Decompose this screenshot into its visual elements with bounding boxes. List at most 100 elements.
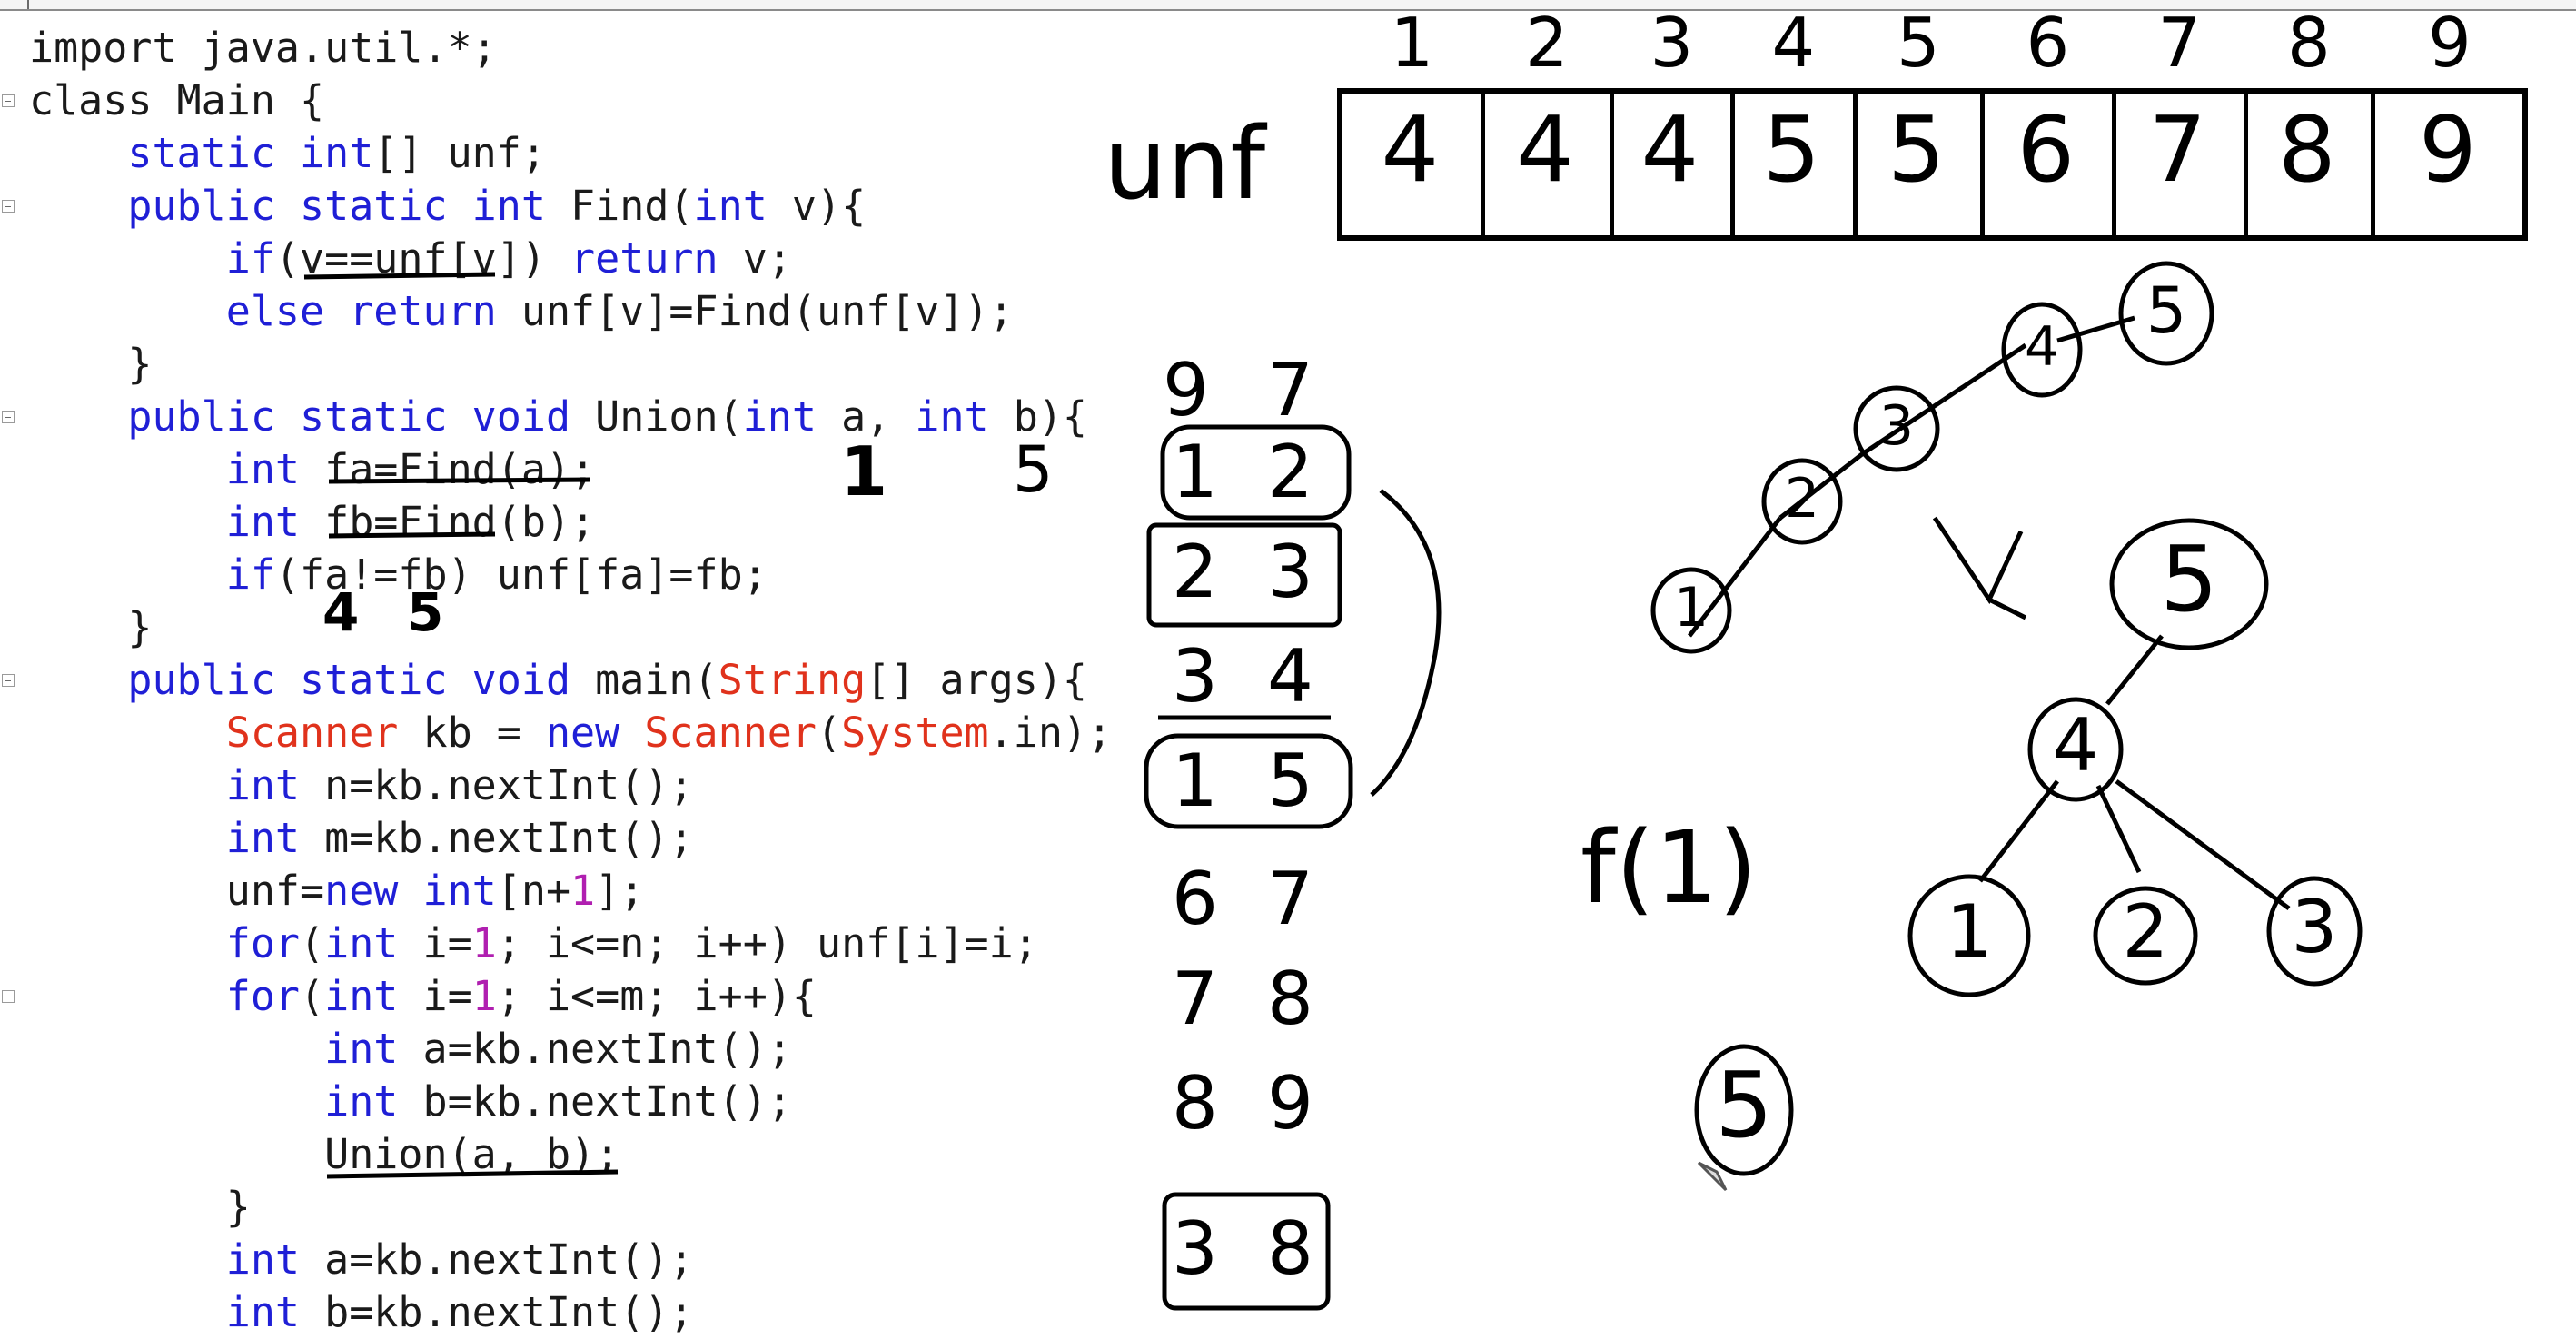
code-line[interactable]: } xyxy=(29,601,152,654)
code-number: 1 xyxy=(471,919,497,967)
group-bracket xyxy=(1370,489,1442,797)
array-index: 7 xyxy=(2157,3,2202,83)
tree-leaf-label: 1 xyxy=(1946,889,1993,974)
code-text: n=kb.nextInt(); xyxy=(300,761,694,809)
code-text xyxy=(619,709,644,757)
code-line[interactable]: int fa=Find(a); xyxy=(29,443,595,496)
code-text: i= xyxy=(398,972,472,1020)
code-line[interactable]: int m=kb.nextInt(); xyxy=(29,812,694,865)
array-index: 9 xyxy=(2428,3,2472,83)
tree-edges xyxy=(1978,634,2291,911)
code-keyword: int xyxy=(225,814,301,862)
code-text: (fa!=fb) unf[fa]=fb; xyxy=(274,550,768,599)
input-header-value: 7 xyxy=(1267,348,1313,432)
code-text xyxy=(29,814,226,862)
code-line[interactable]: } xyxy=(29,1181,251,1234)
fold-toggle[interactable] xyxy=(2,990,15,1003)
code-line[interactable]: for(int i=1; i<=n; i++) unf[i]=i; xyxy=(29,917,1038,970)
input-pair-value: 7 xyxy=(1267,857,1313,941)
code-text: ( xyxy=(817,709,842,757)
find-call-label: f(1) xyxy=(1580,809,1758,926)
code-keyword: int xyxy=(324,919,399,967)
array-index: 3 xyxy=(1650,3,1694,83)
code-line[interactable]: Union(a, b); xyxy=(29,1128,619,1181)
chain-node-label: 3 xyxy=(1878,394,1915,458)
code-keyword: int xyxy=(915,392,989,441)
code-text: ( xyxy=(300,972,325,1020)
code-text: [] unf; xyxy=(373,129,546,177)
code-keyword: new xyxy=(324,867,399,915)
code-line[interactable]: if(v==unf[v]) return v; xyxy=(29,233,792,285)
code-line[interactable]: Scanner kb = new Scanner(System.in); xyxy=(29,707,1112,759)
tree-leaf-label: 3 xyxy=(2291,885,2338,969)
code-keyword: public static xyxy=(127,392,448,441)
chain-node-label: 2 xyxy=(1784,467,1820,531)
fold-toggle[interactable] xyxy=(2,94,15,107)
array-cell-divider xyxy=(1730,91,1735,236)
code-line[interactable]: public static void main(String[] args){ xyxy=(29,654,1087,707)
code-text: Find( xyxy=(545,182,694,230)
array-index: 1 xyxy=(1390,3,1434,83)
code-keyword: return xyxy=(349,287,497,335)
code-text xyxy=(29,234,226,283)
code-line[interactable]: int fb=Find(b); xyxy=(29,496,595,549)
code-line[interactable]: unf=new int[n+1]; xyxy=(29,865,645,917)
tree-mid-label: 4 xyxy=(2052,703,2099,788)
code-keyword: if xyxy=(225,550,275,599)
code-line[interactable]: int b=kb.nextInt(); xyxy=(29,1286,694,1339)
code-text: ( xyxy=(300,919,325,967)
fold-toggle[interactable] xyxy=(2,200,15,213)
code-text xyxy=(448,182,472,230)
code-line[interactable]: class Main { xyxy=(29,74,324,127)
code-text xyxy=(29,392,127,441)
input-pair-value: 2 xyxy=(1267,430,1313,514)
array-cell-divider xyxy=(1481,91,1485,236)
code-keyword: int xyxy=(324,1025,399,1073)
code-text: unf[v]=Find(unf[v]); xyxy=(496,287,1014,335)
code-text xyxy=(29,761,226,809)
code-line[interactable]: int n=kb.nextInt(); xyxy=(29,759,694,812)
code-text xyxy=(29,498,226,546)
code-text: b){ xyxy=(988,392,1088,441)
input-pair-value: 8 xyxy=(1172,1061,1218,1146)
code-keyword: public static xyxy=(127,656,448,704)
code-type: String xyxy=(718,656,867,704)
code-line[interactable]: } xyxy=(29,338,152,391)
input-pair-value: 3 xyxy=(1172,1206,1218,1291)
code-line[interactable]: if(fa!=fb) unf[fa]=fb; xyxy=(29,549,768,601)
fold-toggle[interactable] xyxy=(2,674,15,687)
code-text: b=kb.nextInt(); xyxy=(300,1288,694,1336)
code-text xyxy=(29,919,226,967)
code-text: kb = xyxy=(398,709,546,757)
array-cell-divider xyxy=(2112,91,2116,236)
code-editor[interactable]: import java.util.*;class Main { static i… xyxy=(0,11,1126,1339)
code-keyword: int xyxy=(422,867,497,915)
code-text: } xyxy=(29,340,153,388)
code-keyword: new xyxy=(545,709,620,757)
code-line[interactable]: int a=kb.nextInt(); xyxy=(29,1234,694,1286)
code-text xyxy=(29,972,226,1020)
code-text xyxy=(398,867,422,915)
code-text xyxy=(29,445,226,493)
code-keyword: int xyxy=(693,182,768,230)
fold-toggle[interactable] xyxy=(2,411,15,423)
code-type: Scanner xyxy=(225,709,399,757)
code-text: v; xyxy=(718,234,792,283)
code-keyword: static xyxy=(127,129,275,177)
code-line[interactable]: else return unf[v]=Find(unf[v]); xyxy=(29,285,1014,338)
code-text: v){ xyxy=(767,182,867,230)
code-line[interactable]: int a=kb.nextInt(); xyxy=(29,1023,792,1076)
code-line[interactable]: static int[] unf; xyxy=(29,127,546,180)
code-text: class Main { xyxy=(29,76,325,124)
code-text: b=kb.nextInt(); xyxy=(398,1077,792,1126)
code-text: fa=Find(a); xyxy=(300,445,596,493)
tree-leaf-label: 2 xyxy=(2122,889,2169,974)
code-line[interactable]: public static int Find(int v){ xyxy=(29,180,866,233)
code-line[interactable]: public static void Union(int a, int b){ xyxy=(29,391,1087,443)
code-line[interactable]: import java.util.*; xyxy=(29,22,497,74)
code-line[interactable]: int b=kb.nextInt(); xyxy=(29,1076,792,1128)
code-number: 1 xyxy=(570,867,596,915)
transform-arrow xyxy=(1932,516,2027,620)
code-line[interactable]: for(int i=1; i<=m; i++){ xyxy=(29,970,817,1023)
input-pair-value: 5 xyxy=(1267,739,1313,823)
